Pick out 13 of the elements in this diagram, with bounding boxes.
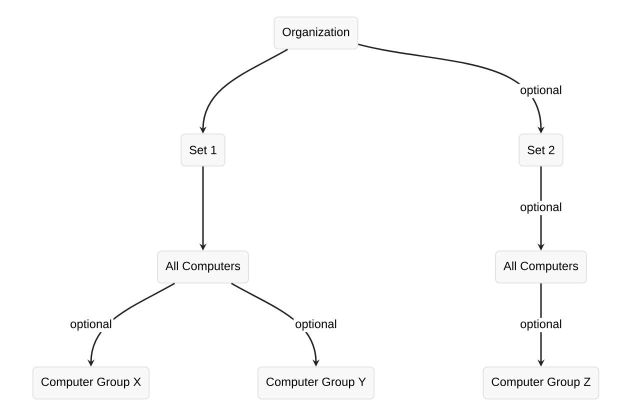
process-box: Set 2 — [518, 134, 564, 166]
process-box: Computer Group Z — [482, 366, 600, 400]
process-box: All Computers — [157, 250, 249, 284]
edge-label: optional — [68, 318, 114, 332]
process-box: Organization — [274, 16, 358, 50]
process-box: Set 1 — [180, 134, 226, 166]
process-box: Computer Group X — [32, 366, 150, 400]
process-box: All Computers — [495, 250, 587, 284]
process-box: Computer Group Y — [257, 366, 375, 400]
edge-label: optional — [518, 84, 564, 98]
edge-label: optional — [518, 200, 564, 216]
edge-label: optional — [294, 318, 338, 332]
edge-label: optional — [518, 318, 564, 332]
